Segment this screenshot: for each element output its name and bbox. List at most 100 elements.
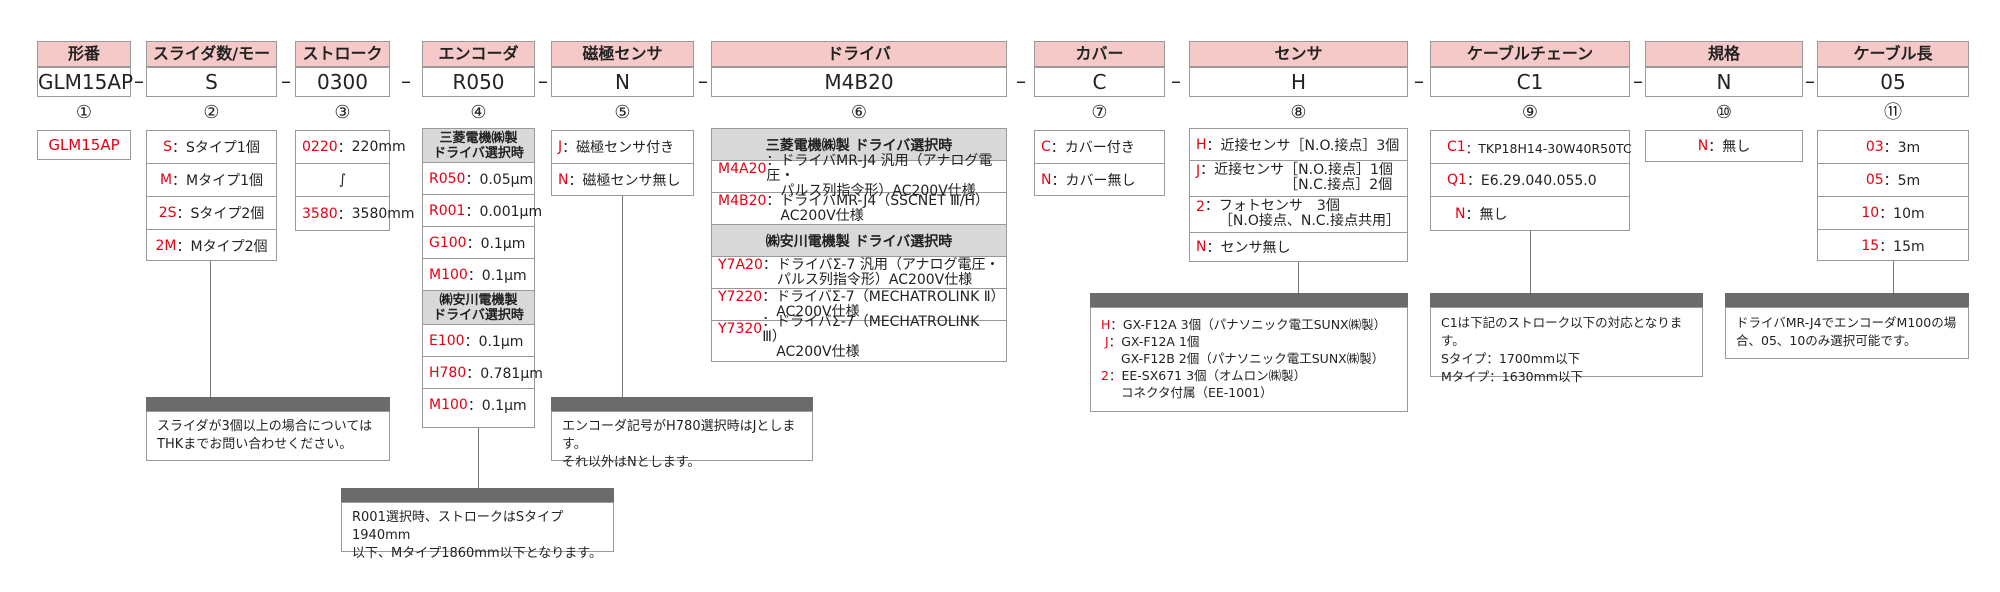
sensor-option-list: H：近接センサ［N.O.接点］3個 J ：近接センサ［N.O.接点］1個［N.C… [1189, 128, 1408, 262]
encoder-group-header-mitsubishi: 三菱電機㈱製 ドライバ選択時 [423, 129, 534, 163]
model-option-code: GLM15AP [48, 136, 120, 154]
connector-line [622, 196, 623, 397]
option-text: ：0.05μm [465, 171, 534, 188]
list-item: C：カバー付き [1035, 131, 1164, 164]
option-text-line: ［N.C.接点］2個 [1284, 177, 1393, 193]
note-line: 合、05、10のみ選択可能です。 [1736, 333, 1917, 348]
connector-line [1298, 262, 1299, 293]
list-item: 2 ：フォトセンサ 3個［N.O接点、N.C.接点共用］ [1190, 197, 1407, 233]
header-stroke: ストローク [295, 41, 390, 67]
option-text-line: ：ドライバMR-J4 汎用（アナログ電圧・ [766, 153, 993, 184]
option-sep: ： [176, 206, 191, 222]
cable-length-note: ドライバMR-J4でエンコーダM100の場 合、05、10のみ選択可能です。 [1725, 307, 1969, 359]
option-text: ：近接センサ［N.O.接点］3個 [1206, 137, 1400, 154]
note-header-bar [1090, 293, 1408, 307]
note-text: GX-F12B 2個（パナソニック電工SUNX㈱製） [1121, 351, 1385, 366]
option-code: J [1196, 163, 1201, 179]
separator-dash: – [401, 69, 411, 93]
slider-note: スライダが3個以上の場合については THKまでお問い合わせください。 [146, 411, 390, 461]
option-text: ：3m [1883, 140, 1921, 156]
option-text: ：ドライバMR-J4（SSCNET Ⅲ/H）AC200V仕様 [766, 192, 989, 224]
option-code: 3580 [302, 205, 338, 222]
header-cable-chain: ケーブルチェーン [1430, 41, 1630, 67]
option-text: ：0.1μm [464, 333, 524, 350]
separator-dash: – [1016, 69, 1026, 93]
value-cover: C [1034, 67, 1165, 97]
option-code: H780 [429, 364, 467, 381]
option-code: 2 [1196, 199, 1205, 215]
cable-length-option-list: 03：3m 05：5m 10：10m 15：15m [1817, 130, 1969, 261]
list-item: M4B20 ：ドライバMR-J4（SSCNET Ⅲ/H）AC200V仕様 [712, 193, 1006, 225]
option-text-line: ［N.O接点、N.C.接点共用］ [1218, 213, 1401, 229]
item-number: ④ [470, 102, 487, 123]
list-item: N：無し [1431, 197, 1629, 230]
option-code: Y7220 [718, 289, 763, 305]
list-item: N：センサ無し [1190, 233, 1407, 261]
list-item: 15：15m [1818, 230, 1968, 261]
separator-dash: – [1414, 69, 1424, 93]
list-item: E100：0.1μm [423, 325, 534, 357]
note-text: ：GX-F12A 1個 [1108, 334, 1200, 349]
value-model: GLM15AP [37, 67, 133, 97]
option-sep: ： [172, 140, 187, 156]
option-text: ：5m [1883, 173, 1921, 189]
note-line: R001選択時、ストロークはSタイプ1940mm [352, 510, 564, 543]
option-sep: ： [172, 173, 187, 189]
option-text: ：磁極センサ付き [562, 140, 675, 156]
list-item: Y7320 ：ドライバΣ-7（MECHATROLINK Ⅲ）AC200V仕様 [712, 314, 1006, 359]
separator-dash: – [134, 69, 144, 93]
connector-line [1893, 261, 1894, 293]
header-magnetic-sensor: 磁極センサ [551, 41, 694, 67]
cover-option-list: C：カバー付き N：カバー無し [1034, 130, 1165, 196]
note-line: C1は下記のストローク以下の対応となります。 [1441, 315, 1683, 348]
option-text: Sタイプ2個 [190, 206, 265, 222]
option-text: ∫ [338, 172, 347, 188]
note-line: それ以外はNとします。 [562, 455, 701, 470]
option-code: Q1 [1447, 172, 1467, 188]
list-item: R050：0.05μm [423, 163, 534, 195]
note-line: コネクタ付属（EE-1001） [1101, 384, 1397, 401]
cable-chain-note: C1は下記のストローク以下の対応となります。 Sタイプ：1700mm以下 Mタイ… [1430, 307, 1703, 384]
option-text: ：15m [1879, 238, 1925, 255]
magnetic-sensor-note: エンコーダ記号がH780選択時はJとします。 それ以外はNとします。 [551, 411, 813, 470]
option-text: ：磁極センサ無し [568, 172, 681, 189]
option-text: 220mm [351, 139, 406, 155]
option-text: ：ドライバΣ-7 汎用（アナログ電圧・パルス列指令形）AC200V仕様 [763, 257, 1000, 288]
item-number: ⑥ [850, 102, 868, 123]
group-header-line: ドライバ選択時 [433, 145, 524, 161]
encoder-group-header-yaskawa: ㈱安川電機製 ドライバ選択時 [423, 291, 534, 325]
option-code: R050 [429, 170, 466, 187]
sensor-note: H：GX-F12A 3個（パナソニック電工SUNX㈱製） J：GX-F12A 1… [1090, 307, 1408, 412]
separator-dash: – [1633, 69, 1643, 93]
option-text: ：カバー無し [1051, 172, 1136, 189]
header-sensor: センサ [1189, 41, 1408, 67]
note-header-bar [1430, 293, 1703, 307]
option-text: Mタイプ2個 [190, 238, 268, 255]
option-text-line: ：ドライバMR-J4（SSCNET Ⅲ/H） [766, 192, 989, 209]
option-code: S [163, 139, 173, 155]
note-line: エンコーダ記号がH780選択時はJとします。 [562, 419, 796, 452]
list-item: Q1：E6.29.040.055.0 [1431, 164, 1629, 197]
connector-line [210, 261, 211, 397]
option-text: ：0.1μm [467, 267, 527, 284]
option-text: ：E6.29.040.055.0 [1466, 173, 1597, 189]
option-text: ：ドライバΣ-7（MECHATROLINK Ⅲ）AC200V仕様 [762, 314, 1000, 360]
option-code: 0220 [302, 139, 338, 155]
header-model: 形番 [37, 41, 131, 67]
option-code: C [1041, 139, 1051, 155]
group-header-line: ㈱安川電機製 [439, 292, 518, 308]
option-code: Y7320 [718, 321, 763, 337]
option-text: ：0.1μm [466, 235, 526, 252]
option-text: ：フォトセンサ 3個［N.O接点、N.C.接点共用］ [1205, 199, 1400, 229]
value-encoder: R050 [422, 67, 535, 97]
separator-dash: – [281, 69, 291, 93]
list-item: 2S：Sタイプ2個 [147, 197, 276, 230]
list-item: N：磁極センサ無し [552, 164, 693, 195]
note-text: コネクタ付属（EE-1001） [1121, 385, 1273, 400]
option-code: 03 [1865, 139, 1884, 155]
list-item: R001：0.001μm [423, 195, 542, 227]
note-line: スライダが3個以上の場合については [157, 419, 373, 434]
group-header-line: ドライバ選択時 [433, 307, 524, 323]
list-item: 0220：220mm [296, 131, 406, 164]
slider-option-list: S：Sタイプ1個 M：Mタイプ1個 2S：Sタイプ2個 2M：Mタイプ2個 [146, 130, 277, 261]
